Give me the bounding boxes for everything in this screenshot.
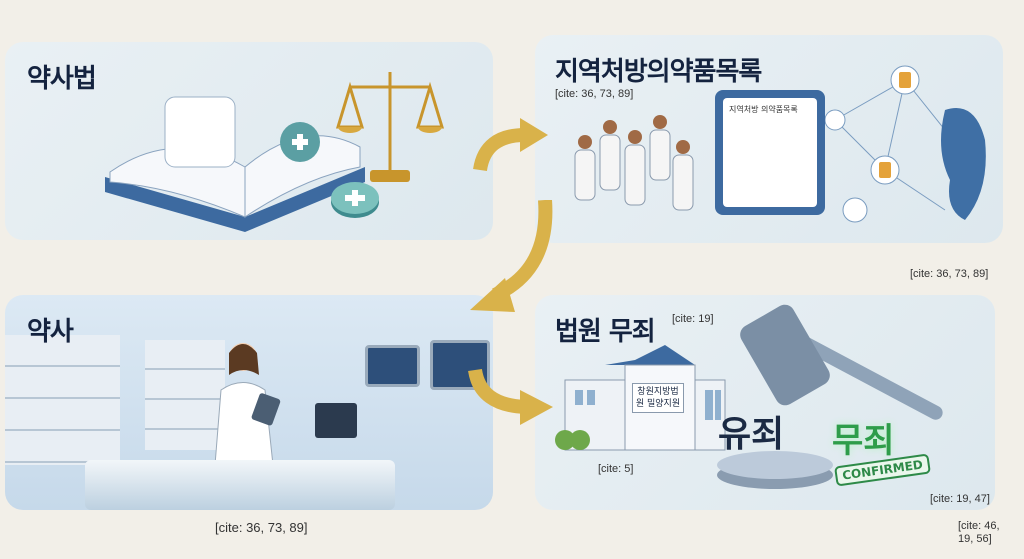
citation: [cite: 19] (672, 313, 714, 325)
panel-title: 약사 (27, 317, 74, 347)
guilty-text: 유죄 (718, 414, 785, 455)
panel-regional-formulary: 지역처방의약품목록 [cite: 36, 73, 89] 지역처방 의약품목록 (535, 35, 1003, 243)
pharmacy-shelf (5, 335, 120, 465)
panel-title: 지역처방의약품목록 (555, 57, 762, 87)
medical-cross-badge-icon (331, 182, 379, 218)
sound-block-icon (717, 451, 833, 489)
citation: [cite: 5] (598, 463, 634, 475)
panel-pharmacist: 약사 (5, 295, 493, 510)
court-sign: 창원지방법원 밀양지원 (632, 383, 684, 413)
formulary-binder: 지역처방 의약품목록 (715, 90, 825, 215)
pharmacy-shelf (145, 340, 225, 450)
citation: [cite: 19, 47] (930, 493, 990, 505)
citation: [cite: 36, 73, 89] (215, 520, 308, 535)
monitor-screen (430, 340, 490, 390)
medical-team-icon (574, 115, 694, 211)
panel-title: 법원 무죄 (555, 317, 656, 347)
citation: [cite: 36, 73, 89] (910, 268, 989, 280)
not-guilty-text: 무죄 (832, 421, 895, 461)
pharmacy-counter (85, 460, 395, 510)
counter-monitor (315, 403, 357, 438)
korea-map-network-icon (825, 65, 986, 223)
citation: [cite: 36, 73, 89] (555, 88, 634, 100)
flow-arrow-icon (468, 368, 553, 425)
scales-of-justice-icon (335, 72, 445, 182)
panel-title: 약사법 (27, 64, 97, 94)
citation: [cite: 46, 19, 56] (958, 520, 1000, 545)
gavel-icon (740, 304, 943, 420)
binder-label: 지역처방 의약품목록 (723, 98, 817, 207)
panel-pharmaceutical-act: 약사법 (5, 42, 493, 240)
flow-arrow-icon (473, 118, 548, 172)
open-law-book-icon (105, 96, 365, 232)
monitor-screen (365, 345, 420, 387)
pharmacist-figure-icon (214, 343, 281, 465)
panel-court-acquittal: 법원 무죄 [cite: 19] 창원지방법원 밀양지원 [cite: 5] 유… (535, 295, 995, 510)
flow-arrow-icon (470, 200, 553, 312)
